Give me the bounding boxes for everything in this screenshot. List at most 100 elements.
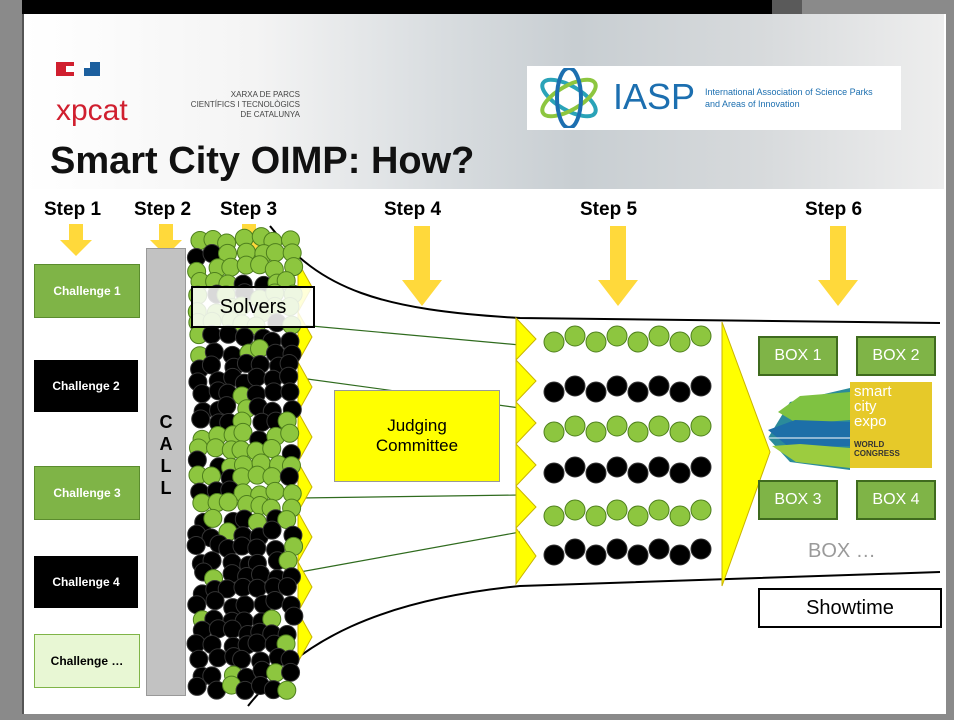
green-ball bbox=[564, 415, 586, 437]
step-5-arrow bbox=[598, 226, 638, 306]
step-5-label: Step 5 bbox=[580, 199, 638, 220]
xpcat-tag-line: DE CATALUNYA bbox=[240, 110, 300, 119]
black-ball bbox=[690, 538, 712, 560]
green-ball bbox=[543, 421, 565, 443]
green-ball bbox=[564, 325, 586, 347]
green-ball bbox=[265, 481, 285, 501]
black-ball bbox=[232, 649, 252, 669]
black-ball bbox=[606, 456, 628, 478]
green-ball bbox=[690, 415, 712, 437]
black-ball bbox=[543, 381, 565, 403]
black-ball bbox=[648, 375, 670, 397]
black-ball bbox=[247, 367, 267, 387]
call-letter: L bbox=[160, 478, 172, 498]
green-ball bbox=[262, 438, 282, 458]
black-ball bbox=[189, 649, 209, 669]
challenge-card: Challenge 3 bbox=[34, 466, 140, 520]
slide-title: Smart City OIMP: How? bbox=[50, 140, 475, 182]
box-3: BOX 3 bbox=[758, 480, 838, 520]
black-ball bbox=[627, 462, 649, 484]
green-ball bbox=[627, 505, 649, 527]
xpcat-mark-icon bbox=[56, 62, 100, 76]
xpcat-tag-line: CIENTÍFICS I TECNOLÒGICS bbox=[190, 100, 300, 109]
black-ball bbox=[669, 544, 691, 566]
black-ball bbox=[585, 544, 607, 566]
box-1: BOX 1 bbox=[758, 336, 838, 376]
black-ball bbox=[669, 381, 691, 403]
black-ball bbox=[281, 662, 301, 682]
step-2-label: Step 2 bbox=[134, 199, 192, 220]
green-ball bbox=[690, 325, 712, 347]
black-ball bbox=[564, 456, 586, 478]
showtime-label: Showtime bbox=[758, 588, 942, 628]
black-ball bbox=[279, 466, 299, 486]
green-ball bbox=[233, 422, 253, 442]
box-4: BOX 4 bbox=[856, 480, 936, 520]
black-ball bbox=[262, 520, 282, 540]
call-letter: C bbox=[159, 412, 173, 432]
black-ball bbox=[235, 327, 255, 347]
black-ball bbox=[191, 409, 211, 429]
black-ball bbox=[201, 355, 221, 375]
black-ball bbox=[543, 462, 565, 484]
box-more-label: BOX … bbox=[808, 540, 876, 562]
smart-city-expo-logo: smart city expo WORLD CONGRESS bbox=[850, 382, 932, 468]
black-ball bbox=[585, 381, 607, 403]
black-ball bbox=[627, 381, 649, 403]
green-ball bbox=[627, 331, 649, 353]
black-ball bbox=[235, 595, 255, 615]
black-ball bbox=[585, 462, 607, 484]
challenge-card: Challenge 4 bbox=[34, 556, 138, 608]
black-ball bbox=[217, 396, 237, 416]
black-ball bbox=[208, 648, 228, 668]
selected-ball-rows bbox=[543, 325, 712, 566]
xpcat-tagline: XARXA DE PARCS CIENTÍFICS I TECNOLÒGICS … bbox=[148, 90, 300, 120]
sce-sub-line: CONGRESS bbox=[854, 449, 900, 458]
iasp-tag-line: International Association of Science Par… bbox=[705, 87, 873, 97]
sce-line: expo bbox=[854, 413, 887, 430]
black-ball bbox=[277, 577, 297, 597]
sce-line: smart bbox=[854, 383, 892, 400]
green-ball bbox=[669, 505, 691, 527]
black-ball bbox=[648, 538, 670, 560]
black-ball bbox=[627, 544, 649, 566]
box-2: BOX 2 bbox=[856, 336, 936, 376]
smart-city-expo-stripes bbox=[766, 388, 850, 470]
black-ball bbox=[606, 375, 628, 397]
black-ball bbox=[202, 325, 222, 345]
sce-sub-line: WORLD bbox=[854, 440, 885, 449]
black-ball bbox=[205, 591, 225, 611]
call-label: C A L L bbox=[147, 411, 185, 499]
xpcat-tag-line: XARXA DE PARCS bbox=[230, 90, 300, 99]
black-ball bbox=[264, 382, 284, 402]
black-ball bbox=[564, 538, 586, 560]
green-ball bbox=[203, 508, 223, 528]
challenge-card: Challenge 2 bbox=[34, 360, 138, 412]
green-ball bbox=[669, 331, 691, 353]
black-ball bbox=[543, 544, 565, 566]
black-ball bbox=[247, 633, 267, 653]
green-ball bbox=[585, 331, 607, 353]
iasp-tagline: International Association of Science Par… bbox=[705, 86, 901, 110]
black-ball bbox=[564, 375, 586, 397]
black-ball bbox=[192, 384, 212, 404]
black-ball bbox=[284, 606, 304, 626]
step-1-arrow bbox=[60, 224, 92, 256]
green-ball bbox=[543, 505, 565, 527]
black-ball bbox=[280, 382, 300, 402]
iasp-tag-line: and Areas of Innovation bbox=[705, 99, 800, 109]
sce-subtitle: WORLD CONGRESS bbox=[854, 440, 900, 458]
green-ball bbox=[606, 415, 628, 437]
black-ball bbox=[648, 456, 670, 478]
step-3-label: Step 3 bbox=[220, 199, 278, 220]
green-ball bbox=[627, 421, 649, 443]
sce-line: city bbox=[854, 398, 877, 415]
black-ball bbox=[690, 375, 712, 397]
green-ball bbox=[278, 550, 298, 570]
challenge-card: Challenge 1 bbox=[34, 264, 140, 318]
funnel-bottom-curve bbox=[247, 571, 941, 707]
black-ball bbox=[690, 456, 712, 478]
judging-committee: Judging Committee bbox=[334, 390, 500, 482]
step-4-arrow bbox=[402, 226, 442, 306]
green-ball bbox=[690, 499, 712, 521]
